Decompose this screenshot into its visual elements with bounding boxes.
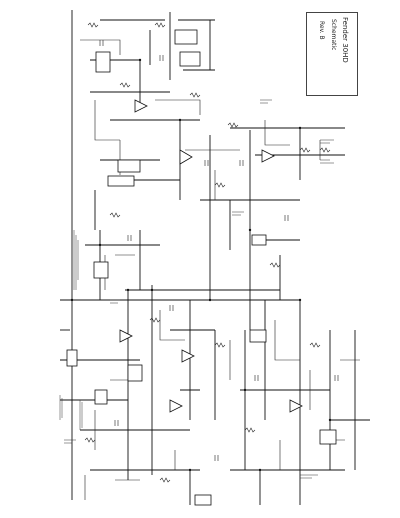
opamp-symbols [119,99,303,413]
wire-secondary [80,39,360,500]
title-block: Fender 30HD Schematic Rev. B [306,12,358,96]
annotation-marks [59,99,334,479]
capacitors [99,40,339,461]
title-block-model: Fender 30HD [341,17,349,63]
title-block-line2: Rev. B [318,21,325,40]
title-block-line1: Schematic [330,19,337,51]
junctions [70,58,332,472]
ic-blocks [66,29,337,506]
resistors [84,22,331,483]
